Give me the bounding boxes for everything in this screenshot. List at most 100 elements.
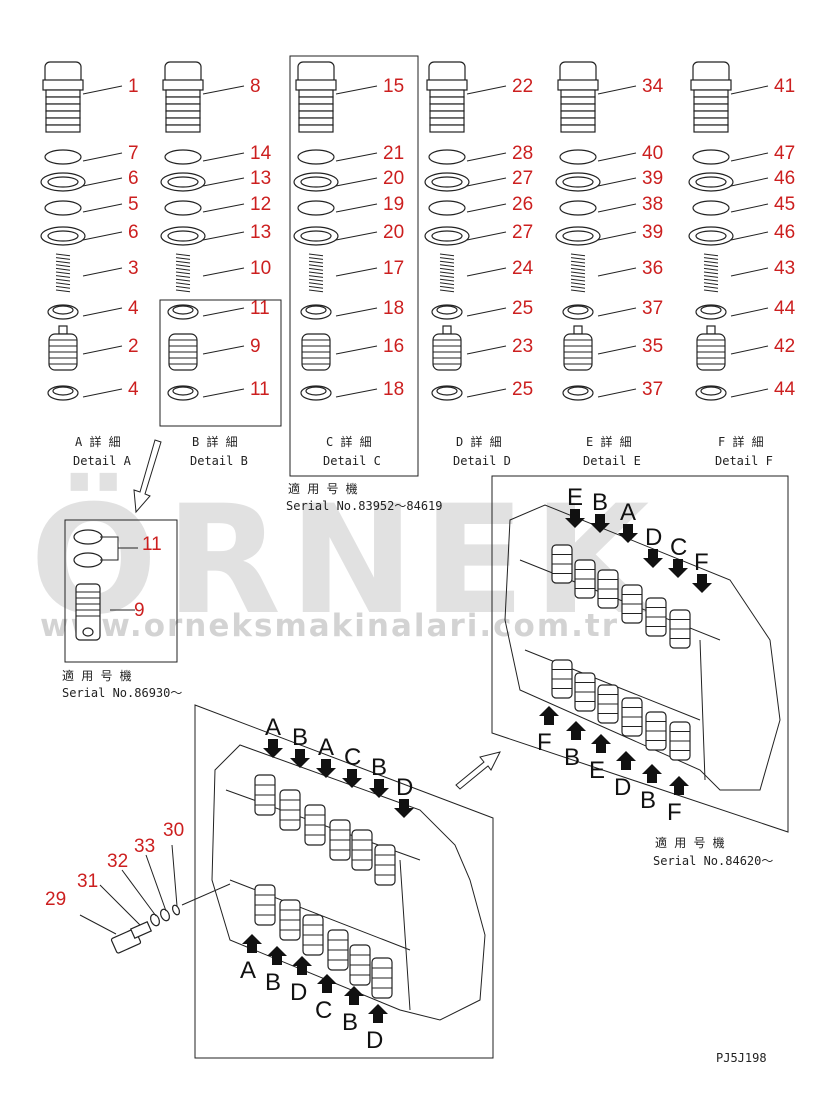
- valve-spool: [645, 597, 667, 637]
- label-part: 13: [250, 222, 271, 243]
- retainer-inner: [172, 386, 194, 396]
- direction-arrow-icon: [267, 946, 287, 965]
- plug-thread: [298, 110, 334, 119]
- plug-thread: [560, 89, 596, 98]
- plug-thread: [560, 110, 596, 119]
- plug-thread: [298, 96, 334, 105]
- label-part: 40: [642, 143, 663, 164]
- ring-inner: [47, 176, 79, 188]
- leader-line: [466, 152, 507, 162]
- retainer-inner: [52, 305, 74, 315]
- direction-arrow-icon: [368, 1004, 388, 1023]
- direction-letter: B: [265, 969, 281, 996]
- leader-line: [82, 203, 123, 213]
- leader-line: [82, 307, 123, 317]
- caption-b-jp: B 詳 細: [192, 434, 238, 449]
- plug-thread: [165, 89, 201, 98]
- ring: [428, 149, 466, 165]
- direction-arrow-icon: [642, 764, 662, 783]
- direction-letter: C: [670, 534, 687, 561]
- retainer-inner: [305, 386, 327, 396]
- caption-b: Detail B: [190, 454, 248, 468]
- ring: [44, 200, 82, 216]
- plug-thread: [298, 117, 334, 126]
- label-part: 47: [774, 143, 795, 164]
- label-part: 1: [128, 76, 139, 97]
- label-33: 33: [134, 836, 155, 857]
- leader-line: [82, 267, 123, 277]
- caption-f-jp: F 詳 細: [718, 434, 764, 449]
- label-part: 23: [512, 336, 533, 357]
- valve-spool: [645, 711, 667, 751]
- leader-line: [466, 231, 507, 241]
- plug-thread: [165, 96, 201, 105]
- leader-line: [82, 177, 123, 187]
- ring-inner: [300, 230, 332, 242]
- direction-arrow-icon: [344, 986, 364, 1005]
- watermark: ÖRNEK www.orneksmakinalari.com.tr: [30, 472, 649, 648]
- plug-thread: [298, 103, 334, 112]
- retainer-inner: [172, 305, 194, 315]
- label-part: 18: [383, 379, 404, 400]
- direction-letter: E: [589, 757, 605, 784]
- main-valve-frame: [194, 704, 494, 1059]
- plug-assembly: 29 31 32 33 30: [45, 820, 231, 954]
- caption-c-jp: C 詳 細: [326, 434, 372, 449]
- valve-body-outline: [504, 504, 781, 791]
- label-part: 42: [774, 336, 795, 357]
- direction-arrow-icon: [692, 574, 712, 593]
- plug-thread: [165, 103, 201, 112]
- leader-line: [730, 203, 769, 213]
- caption-a: Detail A: [73, 454, 132, 468]
- direction-arrow-icon: [290, 749, 310, 768]
- label-part: 27: [512, 222, 533, 243]
- leader-line: [730, 345, 769, 355]
- valve-spool: [597, 569, 619, 609]
- spring: [439, 253, 455, 293]
- label-inset-11: 11: [142, 534, 162, 555]
- leader-line: [335, 203, 378, 213]
- plug-thread: [165, 124, 201, 133]
- direction-letter: C: [315, 997, 332, 1024]
- leader-line: [335, 267, 378, 277]
- direction-letter: D: [396, 774, 413, 801]
- plug-31: [129, 920, 153, 940]
- plug-thread: [429, 103, 465, 112]
- leader-line: [466, 85, 507, 95]
- ring-inner: [431, 176, 463, 188]
- valve-spool: [574, 672, 596, 712]
- plug-flange: [295, 79, 337, 91]
- leader-line: [597, 388, 637, 398]
- plug-thread: [693, 103, 729, 112]
- spring: [570, 253, 586, 293]
- leader-line: [597, 177, 637, 187]
- ring-inner: [167, 230, 199, 242]
- direction-arrow-icon: [669, 776, 689, 795]
- label-part: 44: [774, 379, 796, 400]
- valve-spool: [621, 697, 643, 737]
- direction-arrow-icon: [565, 509, 585, 528]
- leader-line: [466, 203, 507, 213]
- retainer-inner: [567, 305, 589, 315]
- leader-line: [466, 388, 507, 398]
- label-29: 29: [45, 889, 66, 910]
- retainer-inner: [700, 305, 722, 315]
- ring-inner: [562, 230, 594, 242]
- spring: [55, 253, 71, 293]
- label-part: 37: [642, 379, 663, 400]
- leader-line: [335, 231, 378, 241]
- label-inset-9: 9: [134, 600, 145, 621]
- leader-line: [466, 267, 507, 277]
- ring-inner: [47, 230, 79, 242]
- leader-line: [202, 231, 245, 241]
- label-part: 26: [512, 194, 533, 215]
- spring: [175, 253, 191, 293]
- caption-e-jp: E 詳 細: [586, 434, 632, 449]
- leader-line: [730, 85, 769, 95]
- label-part: 41: [774, 76, 795, 97]
- plug-thread: [45, 117, 81, 126]
- leader-line: [202, 177, 245, 187]
